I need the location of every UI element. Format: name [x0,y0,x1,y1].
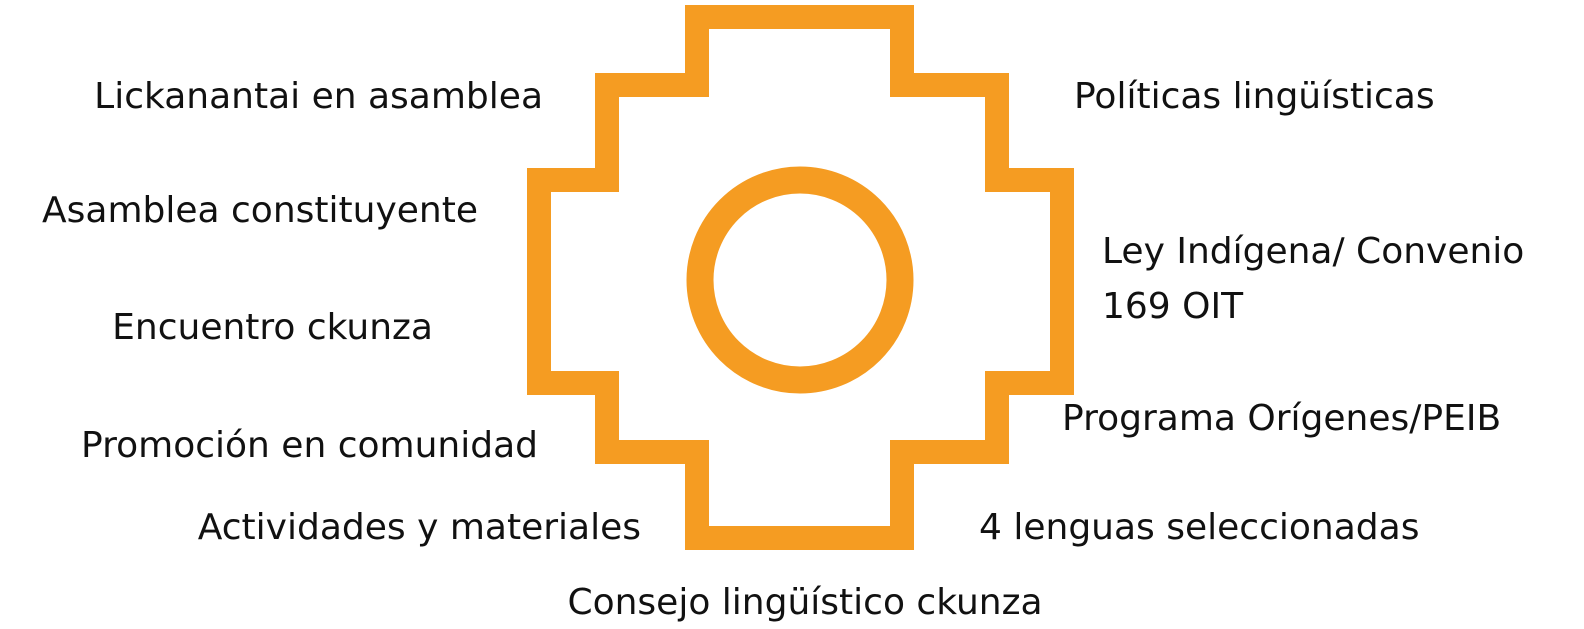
label-politicas-linguisticas: Políticas lingüísticas [1074,76,1435,117]
label-ley-indigena-convenio: Ley Indígena/ Convenio [1102,231,1525,272]
label-promocion-en-comunidad: Promoción en comunidad [81,425,538,466]
label-asamblea-constituyente: Asamblea constituyente [42,190,478,231]
label-encuentro-ckunza: Encuentro ckunza [112,307,433,348]
label-programa-origenes-peib: Programa Orígenes/PEIB [1062,398,1502,439]
label-consejo-linguistico-ckunza: Consejo lingüístico ckunza [567,582,1043,623]
label-169-oit: 169 OIT [1102,286,1244,327]
chakana-outline [527,5,1074,550]
label-lickanantai-en-asamblea: Lickanantai en asamblea [94,76,543,117]
label-actividades-y-materiales: Actividades y materiales [197,507,641,548]
label-4-lenguas-seleccionadas: 4 lenguas seleccionadas [979,507,1420,548]
chakana-outer-stepped-cross [527,5,1074,550]
chakana-center-ring [686,166,914,394]
